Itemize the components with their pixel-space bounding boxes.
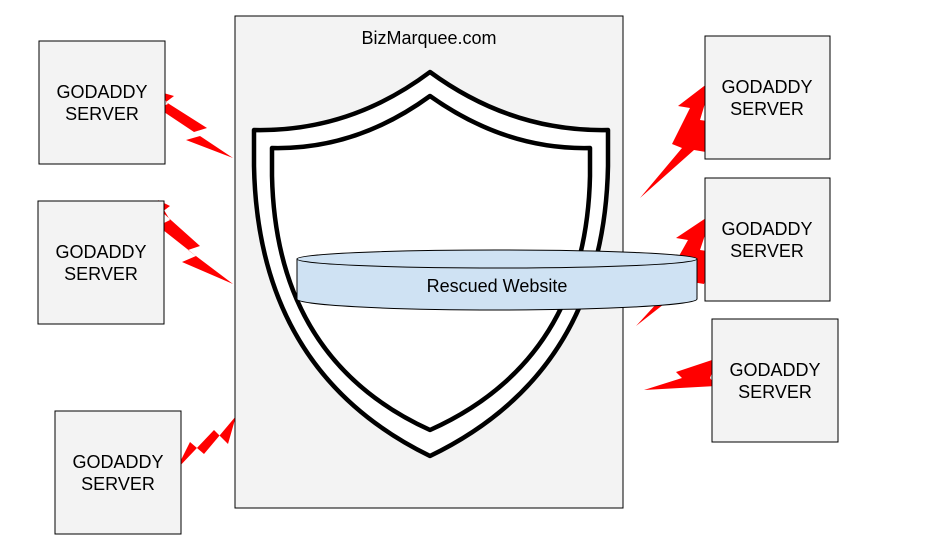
cylinder-body xyxy=(296,258,698,311)
server-box-rect xyxy=(711,318,839,443)
server-label-line1: GODADDY xyxy=(56,82,147,102)
server-label-line2: SERVER xyxy=(730,99,804,119)
server-box-rect xyxy=(704,35,831,160)
server-label-line2: SERVER xyxy=(65,104,139,124)
lightning-bolt-icon xyxy=(176,416,236,470)
server-label-line1: GODADDY xyxy=(72,452,163,472)
server-box-rect xyxy=(704,177,831,302)
cylinder-top xyxy=(296,249,698,269)
server-box-left-3: GODADDY SERVER xyxy=(54,410,182,535)
server-label-line2: SERVER xyxy=(64,264,138,284)
server-label-line2: SERVER xyxy=(738,382,812,402)
server-label-line1: GODADDY xyxy=(721,77,812,97)
shield-inner xyxy=(269,93,593,433)
server-label-line1: GODADDY xyxy=(729,360,820,380)
site-title: BizMarquee.com xyxy=(361,28,496,48)
server-label-line2: SERVER xyxy=(730,241,804,261)
lightning-bolt-icon xyxy=(644,358,718,390)
rescued-website-label: Rescued Website xyxy=(427,276,568,296)
server-box-right-1: GODADDY SERVER xyxy=(704,35,831,160)
server-label-line1: GODADDY xyxy=(55,242,146,262)
server-box-left-2: GODADDY SERVER xyxy=(37,200,165,325)
server-box-rect xyxy=(54,410,182,535)
server-box-right-3: GODADDY SERVER xyxy=(711,318,839,443)
server-label-line2: SERVER xyxy=(81,474,155,494)
server-box-right-2: GODADDY SERVER xyxy=(704,177,831,302)
lightning-bolt-icon xyxy=(158,200,233,284)
server-label-line1: GODADDY xyxy=(721,219,812,239)
rescued-website-cylinder: Rescued Website xyxy=(296,249,698,311)
lightning-bolt-icon xyxy=(158,92,233,158)
lightning-bolt-icon xyxy=(640,80,714,198)
server-box-rect xyxy=(37,200,165,325)
server-box-left-1: GODADDY SERVER xyxy=(38,40,166,165)
server-box-rect xyxy=(38,40,166,165)
